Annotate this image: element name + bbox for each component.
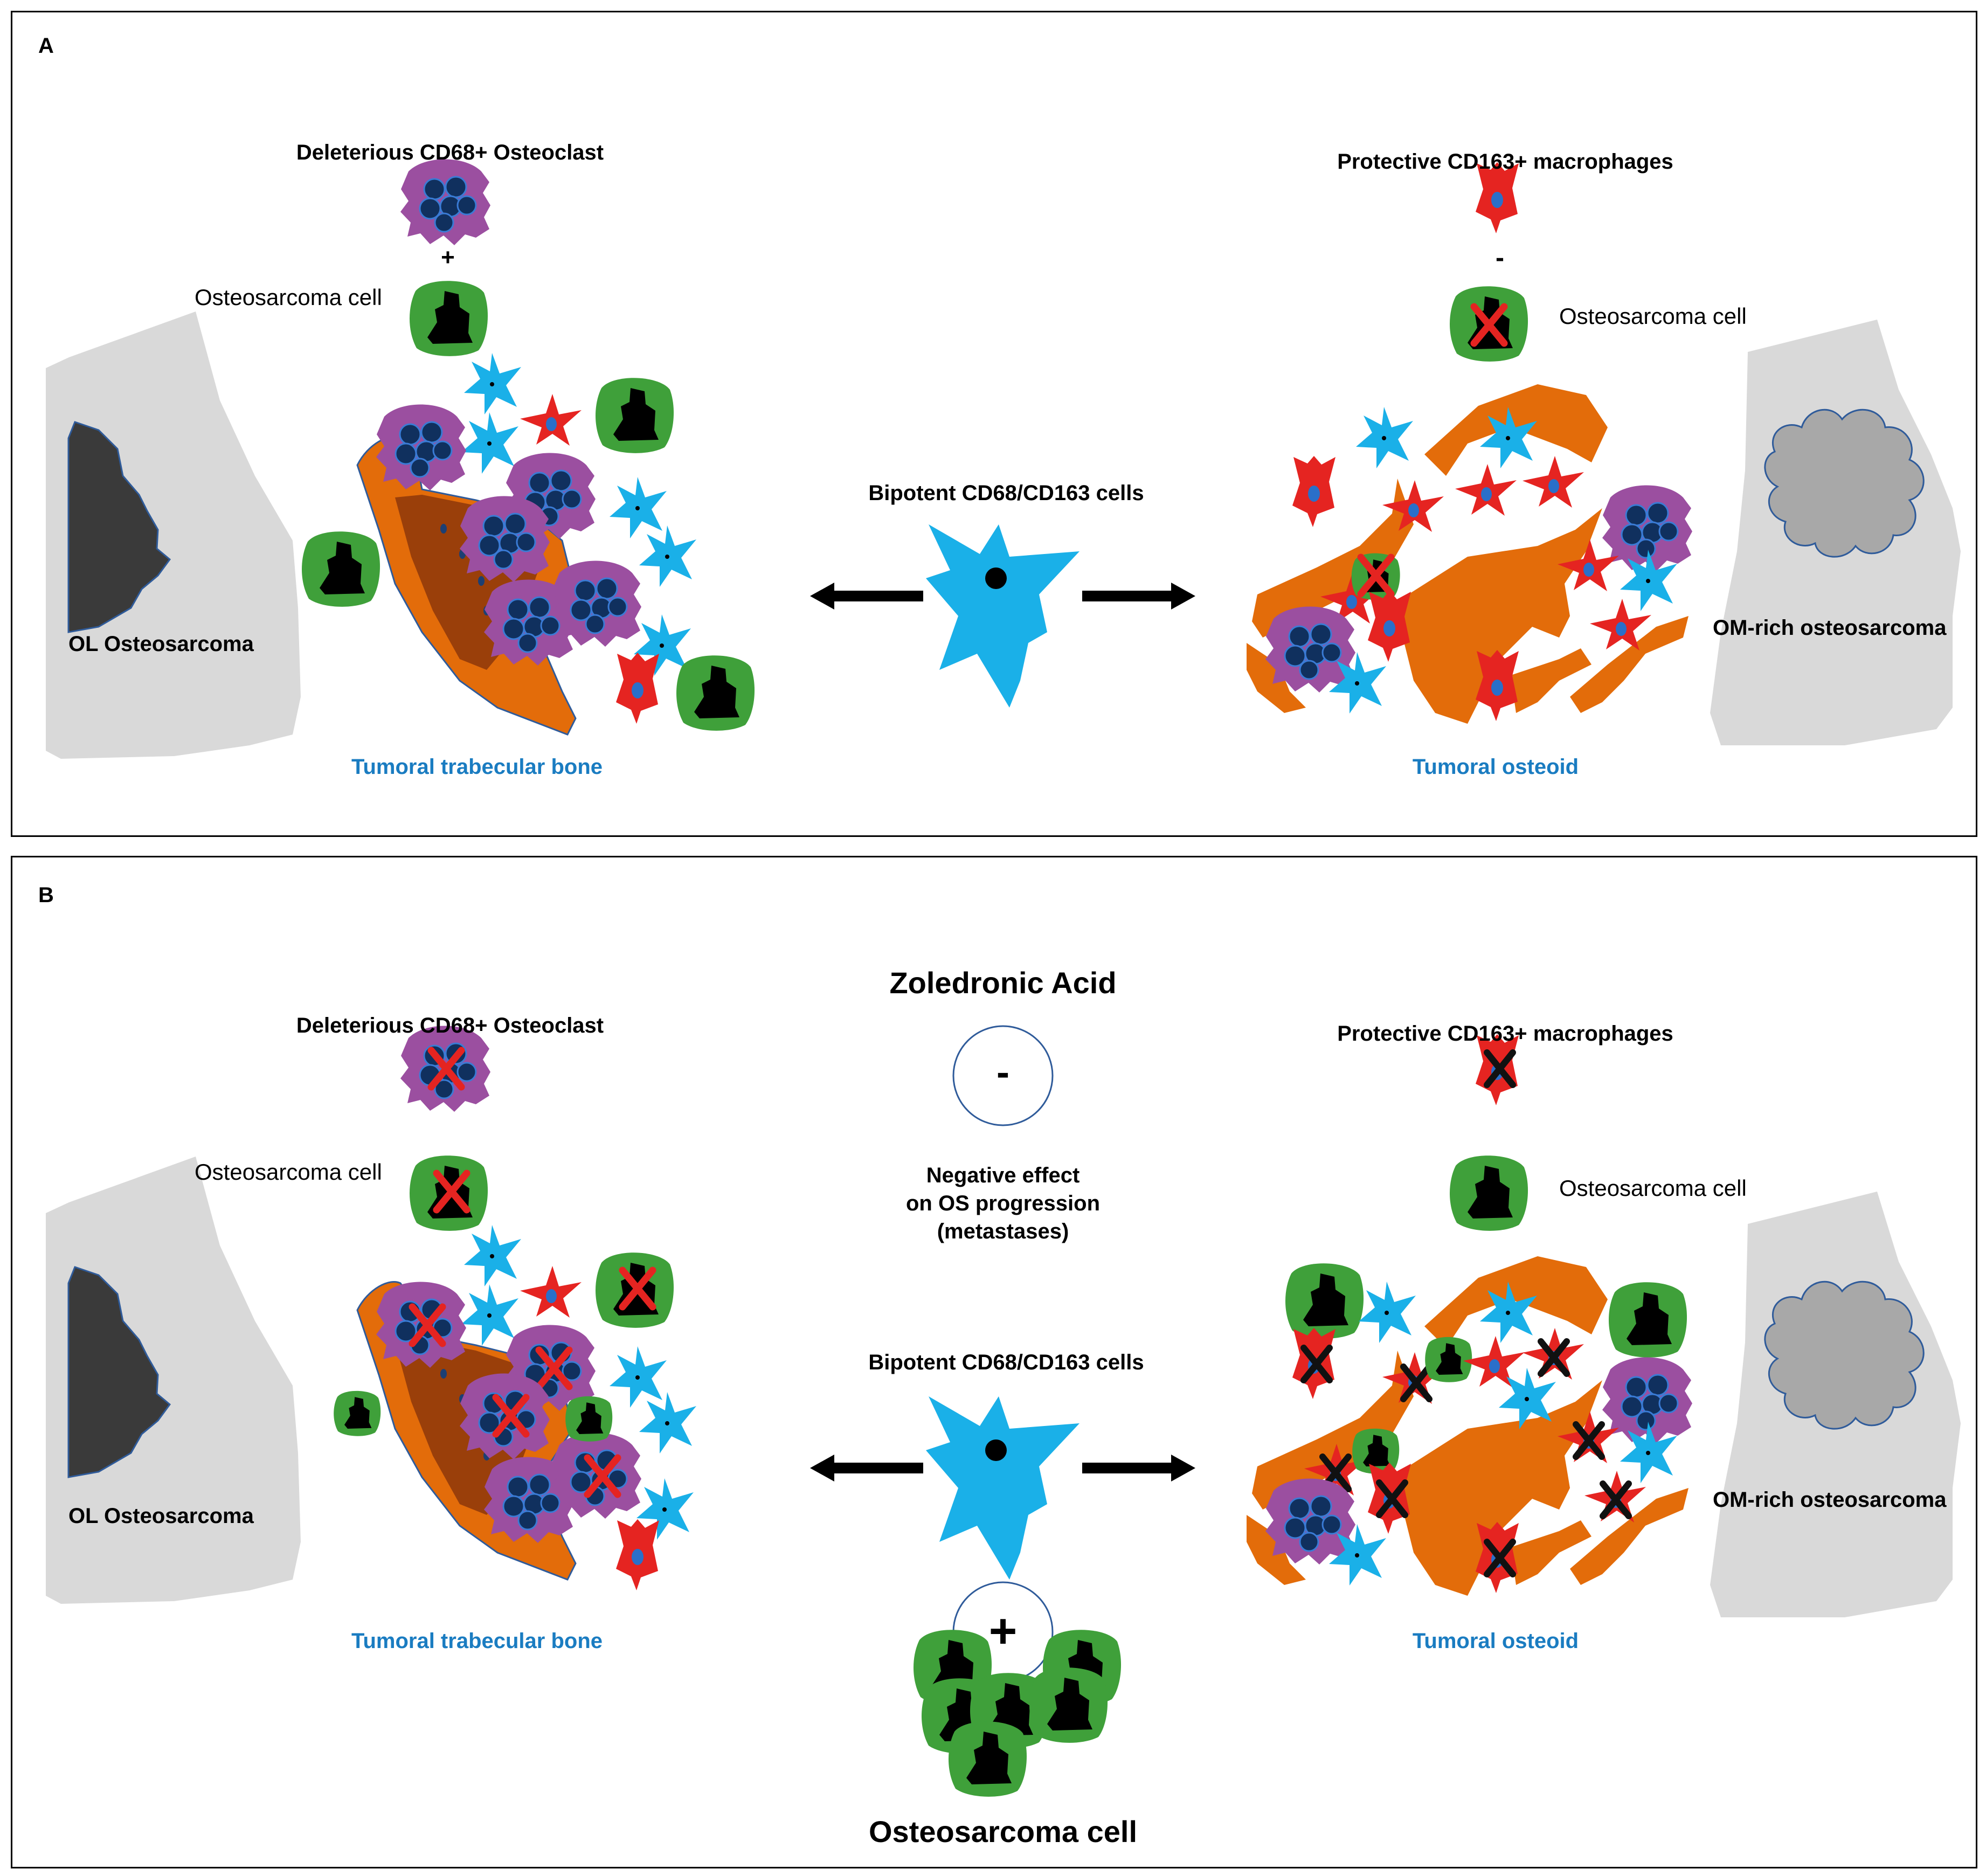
bipotent-cell-small	[461, 1284, 518, 1346]
osteoclast	[375, 404, 467, 492]
bipotent-cell-small	[1356, 407, 1413, 468]
left-os-cell-label: Osteosarcoma cell	[195, 1159, 382, 1185]
os-cell	[1609, 1282, 1687, 1358]
bipotent-cell-small	[639, 525, 696, 587]
bipotent-cell-large	[926, 1396, 1080, 1580]
macrophage-small	[1455, 464, 1517, 516]
om-tumor-cloud	[1764, 409, 1925, 558]
panel-b-letter: B	[38, 883, 54, 907]
minus-sign: -	[997, 1051, 1009, 1094]
tumoral-trabecular-bone-label: Tumoral trabecular bone	[351, 1629, 603, 1653]
arrow-left	[810, 583, 923, 610]
negative-effect-line3: (metastases)	[937, 1220, 1069, 1243]
macrophage-small	[1523, 456, 1584, 508]
right-os-cell-label: Osteosarcoma cell	[1559, 1175, 1747, 1201]
osteoclast	[459, 495, 551, 583]
tumoral-osteoid-label: Tumoral osteoid	[1412, 1629, 1579, 1653]
bipotent-cells-label: Bipotent CD68/CD163 cells	[868, 1351, 1144, 1374]
macrophage-small	[520, 1266, 582, 1318]
bipotent-cell-small	[610, 1346, 667, 1408]
osteoclast-top	[399, 158, 492, 246]
zoledronic-acid-label: Zoledronic Acid	[889, 966, 1117, 1000]
bipotent-cell-small	[1359, 1282, 1416, 1343]
os-cell-top-left	[410, 281, 488, 356]
ol-osteosarcoma-label: OL Osteosarcoma	[68, 632, 254, 656]
panel-b: B Zoledronic Acid - Negative effect on O…	[11, 856, 1977, 1868]
arrow-right	[1082, 583, 1195, 610]
os-cell-bottom-label: Osteosarcoma cell	[868, 1815, 1138, 1849]
deleterious-osteoclast-label: Deleterious CD68+ Osteoclast	[296, 141, 604, 164]
macrophage-small	[520, 394, 582, 446]
right-minus-sign: -	[1496, 244, 1504, 272]
negative-effect-line2: on OS progression	[905, 1192, 1101, 1215]
bipotent-cells-label: Bipotent CD68/CD163 cells	[868, 481, 1144, 505]
ol-osteosarcoma-label: OL Osteosarcoma	[68, 1504, 254, 1528]
om-rich-osteosarcoma-label: OM-rich osteosarcoma	[1713, 1488, 1947, 1512]
bipotent-cell-small	[461, 412, 518, 474]
os-cell-top-right	[1450, 1155, 1528, 1231]
os-cell	[596, 378, 674, 453]
bipotent-nucleus	[985, 567, 1007, 589]
macrophage	[1292, 456, 1335, 527]
left-plus-sign: +	[441, 244, 455, 271]
plus-sign: +	[988, 1604, 1018, 1658]
left-os-cell-label: Osteosarcoma cell	[195, 285, 382, 310]
tumoral-osteoid-label: Tumoral osteoid	[1412, 755, 1579, 779]
panel-a-artwork	[46, 158, 1961, 759]
os-cell-small	[1425, 1337, 1472, 1382]
osteoclast	[375, 1281, 467, 1369]
minus-circle	[952, 1025, 1054, 1126]
bipotent-cell-large	[926, 524, 1080, 708]
bipotent-cell-small	[610, 477, 667, 538]
right-os-cell-label: Osteosarcoma cell	[1559, 303, 1747, 329]
bipotent-nucleus	[985, 1439, 1007, 1461]
ol-bone-shape	[46, 1157, 301, 1604]
osteoclast	[1264, 606, 1357, 694]
panel-a: A Deleterious CD68+ Osteoclast + Osteosa…	[11, 11, 1977, 837]
macrophage	[1476, 650, 1519, 721]
osteoclast	[459, 1373, 551, 1460]
tumoral-trabecular-bone-label: Tumoral trabecular bone	[351, 755, 603, 779]
tumoral-osteoid-shapes	[1247, 384, 1689, 724]
ol-tumor-shape	[67, 421, 171, 633]
os-cell	[302, 531, 380, 607]
macrophage-small	[1463, 1336, 1525, 1388]
bipotent-cell-small	[464, 1225, 521, 1286]
tumoral-osteoid-shapes	[1247, 1256, 1689, 1596]
osteoclast	[1264, 1478, 1357, 1566]
macrophage	[616, 653, 659, 724]
osteoclast	[550, 1432, 642, 1520]
om-rich-osteosarcoma-label: OM-rich osteosarcoma	[1713, 616, 1947, 640]
panel-b-artwork	[46, 1025, 1961, 1797]
protective-macrophages-label: Protective CD163+ macrophages	[1337, 150, 1673, 174]
macrophage	[1368, 591, 1411, 662]
os-cell-small	[565, 1396, 613, 1442]
panel-a-letter: A	[38, 34, 54, 58]
osteoclast	[550, 560, 642, 648]
macrophage	[616, 1519, 659, 1590]
bipotent-cell-small	[464, 353, 521, 414]
negative-effect-line1: Negative effect	[926, 1164, 1080, 1187]
ol-bone-shape	[46, 311, 301, 759]
deleterious-osteoclast-label: Deleterious CD68+ Osteoclast	[296, 1014, 604, 1037]
ol-tumor-shape	[67, 1266, 171, 1478]
arrow-left	[810, 1455, 923, 1482]
arrow-right	[1082, 1455, 1195, 1482]
protective-macrophages-label: Protective CD163+ macrophages	[1337, 1022, 1673, 1046]
om-tumor-cloud	[1764, 1280, 1925, 1430]
os-cell	[1285, 1263, 1364, 1339]
bipotent-cell-small	[639, 1392, 696, 1453]
os-cell-small	[334, 1390, 381, 1436]
os-cell	[676, 655, 755, 731]
